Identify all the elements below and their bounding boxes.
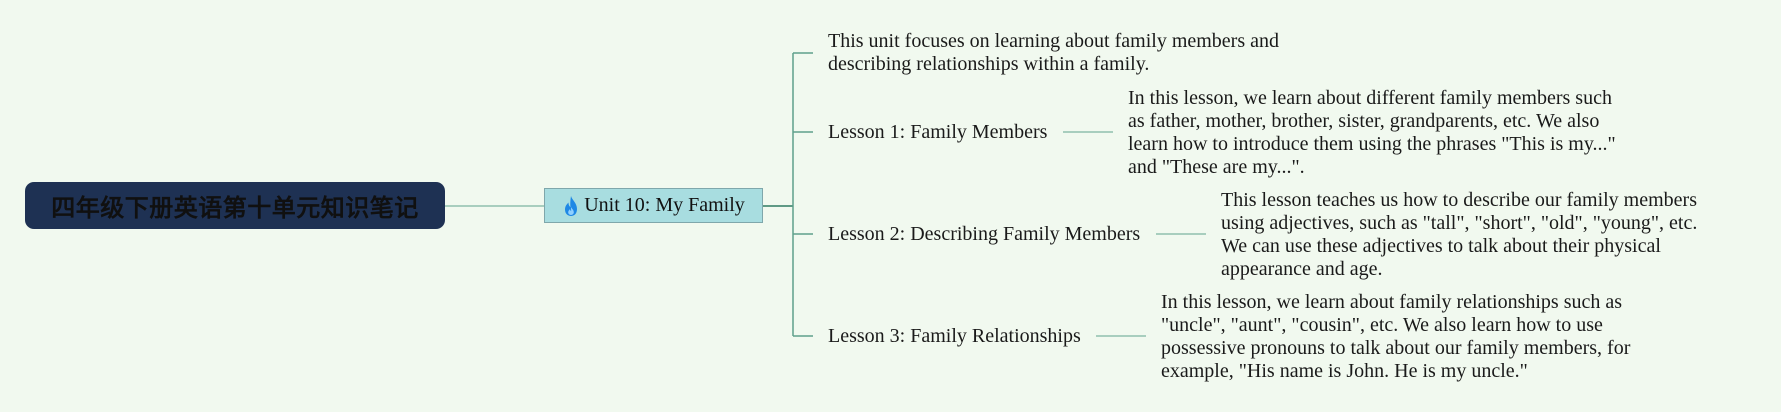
branch-detail-lesson-3[interactable]: In this lesson, we learn about family re… bbox=[1161, 291, 1631, 382]
root-topic-title: 四年级下册英语第十单元知识笔记 bbox=[51, 194, 419, 222]
branch-detail-overview[interactable]: This unit focuses on learning about fami… bbox=[828, 30, 1280, 75]
branch-label-lesson-3[interactable]: Lesson 3: Family Relationships bbox=[828, 325, 1081, 347]
unit-topic-node[interactable]: Unit 10: My Family bbox=[544, 188, 763, 223]
root-topic-node[interactable]: 四年级下册英语第十单元知识笔记 bbox=[25, 182, 445, 229]
unit-topic-label: Unit 10: My Family bbox=[584, 194, 745, 216]
branch-label-lesson-2[interactable]: Lesson 2: Describing Family Members bbox=[828, 223, 1141, 245]
fire-icon bbox=[562, 195, 580, 217]
branch-detail-lesson-2[interactable]: This lesson teaches us how to describe o… bbox=[1221, 189, 1698, 280]
branch-label-lesson-1[interactable]: Lesson 1: Family Members bbox=[828, 121, 1048, 143]
branch-detail-lesson-1[interactable]: In this lesson, we learn about different… bbox=[1128, 87, 1616, 178]
